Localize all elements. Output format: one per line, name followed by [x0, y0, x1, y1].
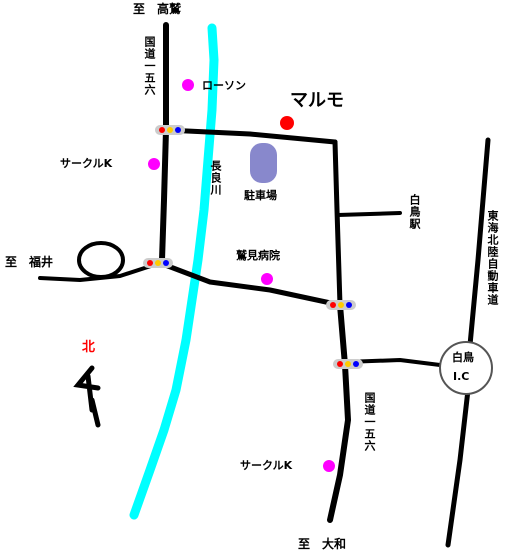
road-east [332, 139, 343, 308]
lawson-marker [182, 79, 194, 91]
lawson-label: ローソン [202, 79, 246, 92]
road-to-marumo [163, 127, 338, 145]
roads [38, 22, 491, 548]
hospital-marker [261, 273, 273, 285]
marumo-label: マルモ [290, 90, 344, 111]
destination-left: 至 福井 [5, 255, 54, 269]
river-label: 長良川 [209, 160, 222, 196]
parking-label: 駐車場 [244, 189, 277, 202]
interchange-name: 白鳥 [452, 351, 474, 364]
circlek-upper-label: サークルK [60, 157, 113, 170]
road-route156-upper [159, 22, 169, 263]
interchange-sub: I.C [453, 370, 470, 383]
road-station-branch [336, 211, 402, 217]
parking-icon [250, 143, 277, 183]
road-to-ic [343, 358, 442, 367]
destination-bottom: 至 大和 [298, 537, 347, 551]
road-expressway [467, 137, 491, 348]
compass-arrow-icon [73, 365, 101, 428]
traffic-light [333, 359, 363, 369]
station-label: 白鳥駅 [408, 194, 421, 230]
circlek-upper-marker [148, 158, 160, 170]
destination-top: 至 高鷲 [133, 2, 182, 16]
circlek-lower-label: サークルK [240, 459, 293, 472]
compass-north-label: 北 [82, 340, 96, 355]
circlek-lower-marker [323, 460, 335, 472]
road-hospital [157, 260, 343, 308]
traffic-light [155, 125, 185, 135]
road-expressway-lower [445, 387, 471, 548]
traffic-light [326, 300, 356, 310]
river [129, 23, 219, 520]
interchange-circle [439, 341, 493, 395]
marumo-marker [280, 116, 294, 130]
road-route156-lower [327, 302, 351, 523]
expressway-label: 東海北陸自動車道 [486, 210, 499, 306]
route156-upper-label: 国道一五六 [143, 36, 156, 96]
hospital-label: 鷲見病院 [236, 249, 280, 262]
road-loop [77, 241, 125, 279]
route156-lower-label: 国道一五六 [363, 392, 376, 452]
traffic-light [143, 258, 173, 268]
